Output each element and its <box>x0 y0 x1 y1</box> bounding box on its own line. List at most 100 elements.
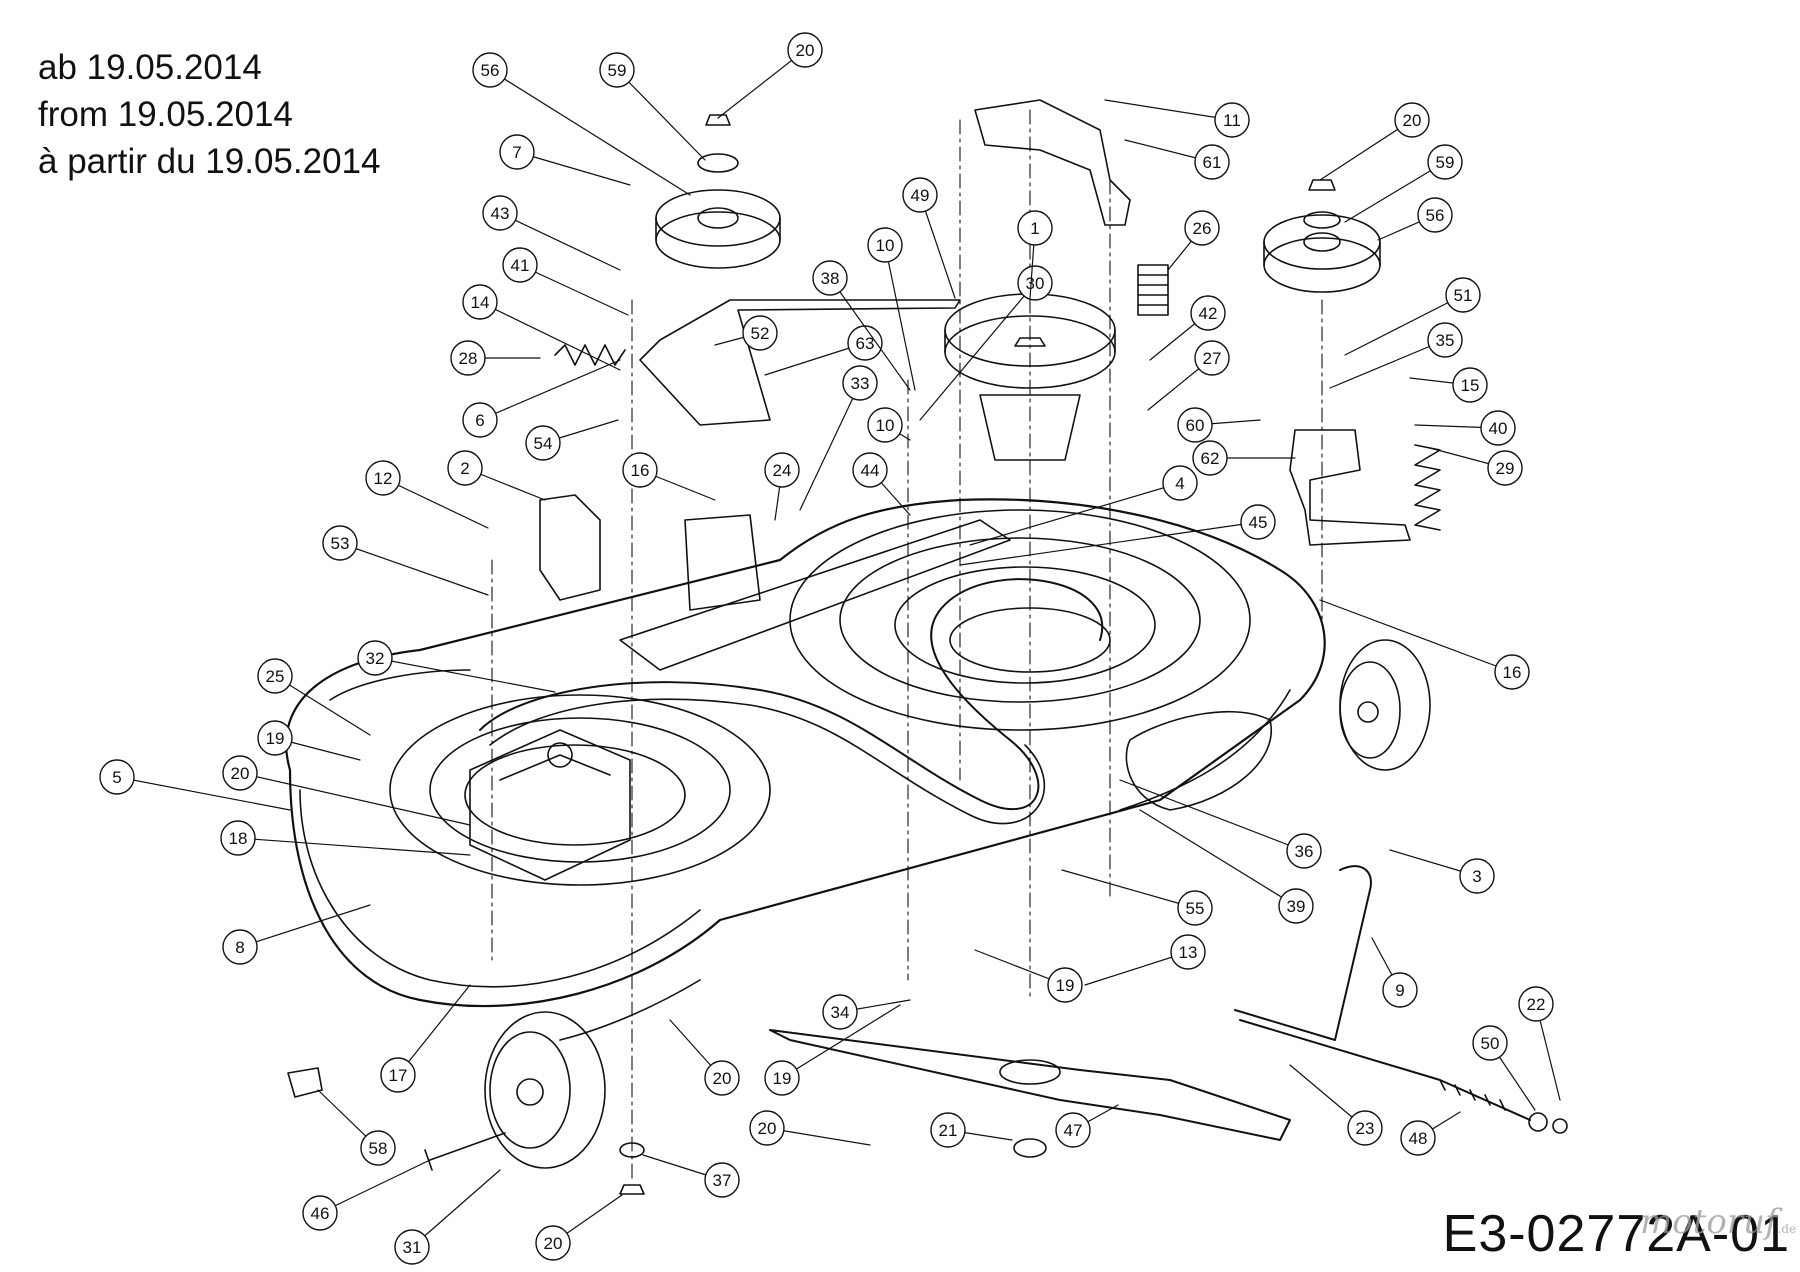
callout-number: 58 <box>369 1139 388 1158</box>
callout-number: 2 <box>460 459 469 478</box>
cutting-blade <box>769 1029 1291 1141</box>
callout-20: 20 <box>222 755 471 826</box>
callout-number: 35 <box>1436 331 1455 350</box>
blade-nut <box>1013 1138 1047 1158</box>
callout-circle <box>380 1057 416 1093</box>
callout-leader <box>969 482 1181 546</box>
callout-number: 3 <box>1472 867 1481 886</box>
callout-20: 20 <box>669 1019 740 1096</box>
wheel-axle-bolt <box>424 1132 506 1171</box>
callout-circle <box>499 134 535 170</box>
callout-circle <box>502 247 538 283</box>
callout-circle <box>1190 295 1226 331</box>
callout-number: 16 <box>631 461 650 480</box>
callout-circle <box>812 260 848 296</box>
callout-circle <box>1194 144 1230 180</box>
callout-number: 52 <box>751 324 770 343</box>
callout-29: 29 <box>1429 447 1523 486</box>
callout-46: 46 <box>302 1159 431 1231</box>
callout-number: 49 <box>911 186 930 205</box>
callout-circle <box>1017 210 1053 246</box>
callout-number: 23 <box>1356 1119 1375 1138</box>
callout-circle <box>1417 197 1453 233</box>
callout-number: 51 <box>1454 286 1473 305</box>
callout-circle <box>1017 265 1053 301</box>
callout-leader <box>516 151 631 186</box>
callout-circle <box>1194 340 1230 376</box>
callout-50: 50 <box>1472 1025 1536 1111</box>
callout-number: 8 <box>235 938 244 957</box>
callout-circle <box>1400 1120 1436 1156</box>
callout-8: 8 <box>222 904 371 965</box>
callout-number: 20 <box>713 1069 732 1088</box>
callout-circle <box>1177 890 1213 926</box>
callout-number: 19 <box>266 729 285 748</box>
callout-21: 21 <box>930 1112 1013 1148</box>
header-line-de: ab 19.05.2014 <box>38 48 262 87</box>
callout-circle <box>357 640 393 676</box>
small-plate <box>287 1067 323 1098</box>
callout-number: 59 <box>608 61 627 80</box>
left-pulley-nut <box>705 114 731 126</box>
callout-number: 40 <box>1489 419 1508 438</box>
callout-circle <box>704 1060 740 1096</box>
callout-15: 15 <box>1409 367 1488 403</box>
callout-leader <box>397 984 471 1076</box>
callout-leader <box>499 212 621 271</box>
callout-circle <box>472 52 508 88</box>
callout-31: 31 <box>394 1169 501 1265</box>
callout-number: 55 <box>1186 899 1205 918</box>
assembly-center-lines <box>491 109 1323 1181</box>
callout-leader <box>1061 869 1196 909</box>
callout-53: 53 <box>322 525 489 596</box>
drive-belt-inner <box>489 698 1045 825</box>
callout-circle <box>1347 1110 1383 1146</box>
callout-circle <box>322 525 358 561</box>
callout-3: 3 <box>1389 849 1495 894</box>
callout-number: 12 <box>374 469 393 488</box>
callout-number: 50 <box>1481 1034 1500 1053</box>
callout-number: 38 <box>821 269 840 288</box>
callout-11: 11 <box>1104 99 1250 138</box>
callout-number: 46 <box>311 1204 330 1223</box>
callout-12: 12 <box>365 460 489 529</box>
callout-number: 43 <box>491 204 510 223</box>
callout-leader <box>829 277 911 391</box>
callout-5: 5 <box>99 759 291 811</box>
callout-circle <box>867 407 903 443</box>
callout-number: 17 <box>389 1066 408 1085</box>
callout-number: 4 <box>1175 474 1184 493</box>
callout-number: 59 <box>1436 153 1455 172</box>
callout-number: 25 <box>266 667 285 686</box>
callout-number: 47 <box>1064 1121 1083 1140</box>
callout-circle <box>462 284 498 320</box>
callout-circle <box>360 1130 396 1166</box>
callout-59: 59 <box>599 52 706 161</box>
callout-circle <box>902 177 938 213</box>
callout-circle <box>394 1229 430 1265</box>
right-pulley-nut <box>1308 179 1336 191</box>
callout-number: 34 <box>831 1003 850 1022</box>
callout-circle <box>482 195 518 231</box>
callout-circle <box>787 32 823 68</box>
rod-nut <box>1552 1118 1568 1134</box>
callout-20: 20 <box>1319 102 1430 181</box>
callout-circle <box>1382 972 1418 1008</box>
rod-thread <box>1439 1079 1506 1111</box>
callout-38: 38 <box>812 260 911 391</box>
callout-circle <box>1286 833 1322 869</box>
callout-circle <box>1472 1025 1508 1061</box>
callout-number: 13 <box>1179 943 1198 962</box>
callout-61: 61 <box>1124 139 1230 180</box>
callout-20: 20 <box>535 1194 623 1261</box>
callout-circle <box>1459 858 1495 894</box>
watermark-suffix: .de <box>1777 1222 1797 1236</box>
callout-leader <box>237 837 471 856</box>
callout-leader <box>239 904 371 948</box>
callout-23: 23 <box>1289 1064 1383 1146</box>
callout-leader <box>479 301 621 371</box>
callout-13: 13 <box>1084 934 1206 986</box>
callout-circle <box>749 1110 785 1146</box>
callout-19: 19 <box>974 949 1083 1003</box>
callout-leader <box>382 477 489 529</box>
